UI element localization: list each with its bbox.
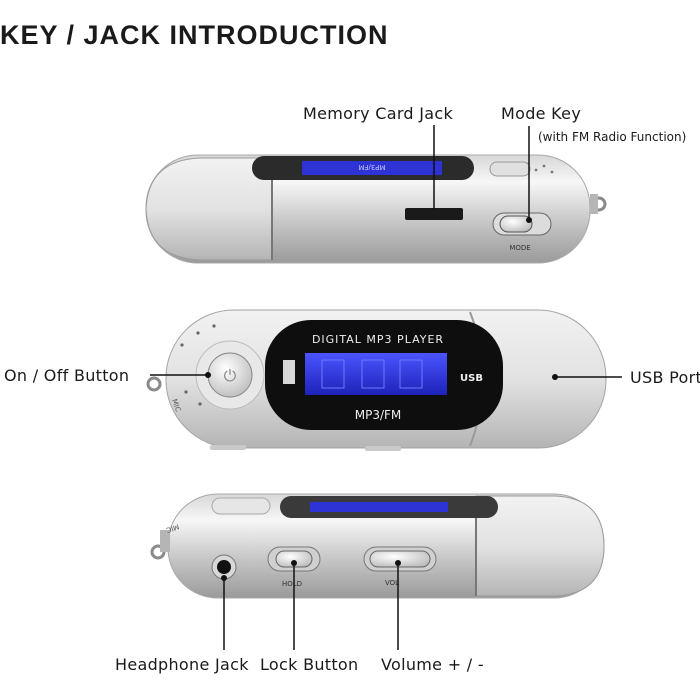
mode-slider[interactable] (499, 215, 533, 233)
lock-button-label: Lock Button (260, 655, 359, 674)
headphone-jack (217, 560, 231, 574)
top-screen-text: MP3/FM (358, 163, 385, 171)
volume-label: Volume + / - (381, 655, 484, 674)
page-title: KEY / JACK INTRODUCTION (0, 20, 389, 50)
device-top-view: MP3/FM MODE (145, 154, 607, 264)
vol-text: VOL (385, 579, 399, 587)
mp3fm-text: MP3/FM (355, 408, 402, 422)
usb-port-label: USB Port (630, 368, 700, 387)
mode-text: MODE (509, 244, 530, 252)
on-off-button-label: On / Off Button (4, 366, 130, 385)
device-bottom-view: HOLD VOL MIC (150, 493, 605, 599)
hold-text: HOLD (282, 580, 302, 588)
power-icon: ⏻ (224, 366, 237, 385)
lcd-screen (305, 353, 447, 395)
volume-rocker[interactable] (369, 550, 431, 568)
mic-text: MIC (170, 398, 182, 413)
mode-key-note: (with FM Radio Function) (538, 130, 687, 144)
memory-card-slot (405, 208, 463, 220)
headphone-jack-label: Headphone Jack (115, 655, 249, 674)
usb-text: USB (460, 373, 483, 384)
device-front-view: ⏻ MIC DIGITAL MP3 PLAYER USB MP3/FM (146, 309, 607, 451)
mic-text-bottom: MIC (165, 522, 180, 534)
mode-key-label: Mode Key (501, 104, 582, 123)
brand-text: DIGITAL MP3 PLAYER (312, 333, 444, 346)
memory-card-jack-label: Memory Card Jack (303, 104, 454, 123)
